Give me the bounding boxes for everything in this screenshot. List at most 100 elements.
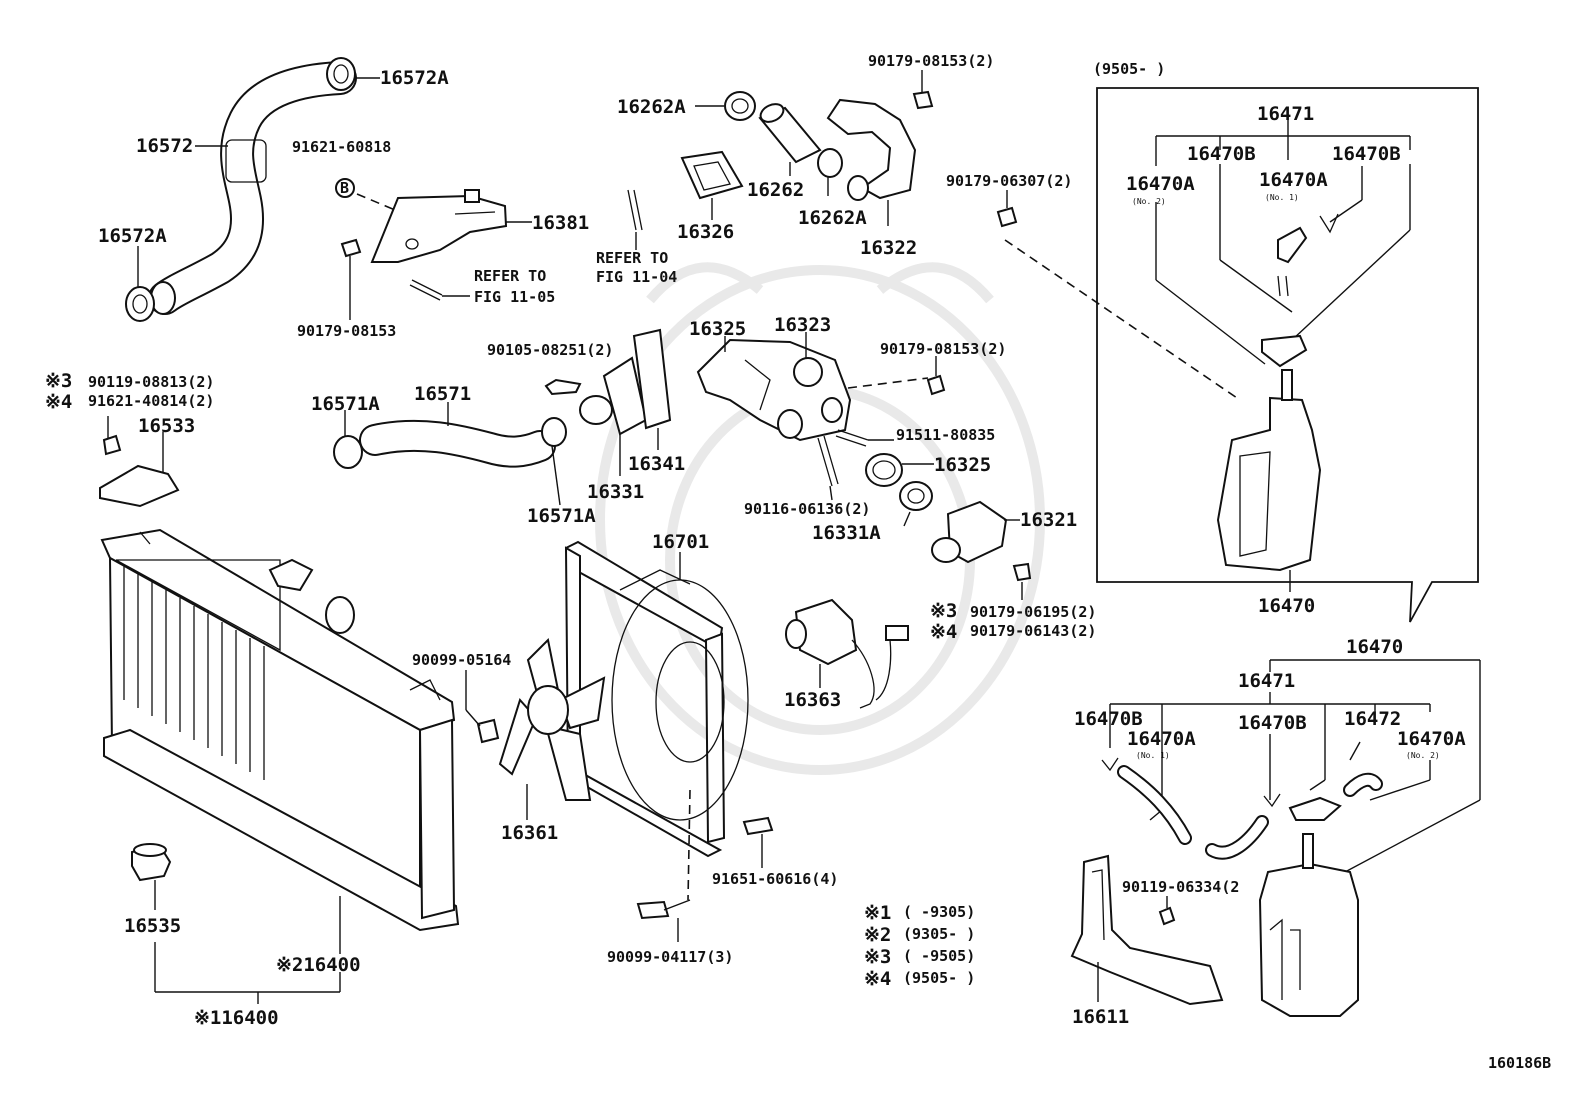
hose-piece-icon xyxy=(1277,275,1289,297)
bracket-16381 xyxy=(370,189,508,263)
label-90179-06143: 90179-06143(2) xyxy=(970,622,1096,640)
label-16701: 16701 xyxy=(652,531,709,553)
label-16572: 16572 xyxy=(136,135,193,157)
label-16363: 16363 xyxy=(784,689,841,711)
label-16471-b: 16471 xyxy=(1238,670,1295,692)
label-90119-08813: 90119-08813(2) xyxy=(88,373,214,391)
label-90099-04117: 90099-04117(3) xyxy=(607,948,733,966)
label-16571: 16571 xyxy=(414,383,471,405)
label-16470A-b1: 16470A xyxy=(1127,728,1196,750)
reservoir-callout-box xyxy=(1096,87,1479,623)
label-16470B-b1: 16470B xyxy=(1074,708,1143,730)
circle-B-icon xyxy=(335,178,355,198)
label-91651-60616: 91651-60616(4) xyxy=(712,870,838,888)
label-16325-a: 16325 xyxy=(689,318,746,340)
label-refer-11-04-b: FIG 11-04 xyxy=(596,268,677,286)
label-16571A-a: 16571A xyxy=(311,393,380,415)
label-refer-11-05-a: REFER TO xyxy=(474,267,546,285)
diagram-code: 160186B xyxy=(1488,1054,1551,1072)
label-refer-11-04-a: REFER TO xyxy=(596,249,668,267)
label-16470-b: 16470 xyxy=(1346,636,1403,658)
label-16470A-b2: 16470A xyxy=(1397,728,1466,750)
nut-90179-06307-icon xyxy=(996,206,1018,228)
thermostat-16331A xyxy=(899,481,933,511)
label-16470A-a2: 16470A xyxy=(1259,169,1328,191)
label-90119-06334: 90119-06334(2 xyxy=(1122,878,1239,896)
reservoir-cap-16472-icon xyxy=(1288,796,1342,821)
legend-mark-3: ※3 xyxy=(864,946,891,968)
bolt-91651-60616-icon xyxy=(742,816,774,836)
label-circle-B: B xyxy=(340,179,349,197)
gasket-16325-icon xyxy=(865,453,903,487)
clip-16470B-b2-icon xyxy=(1263,793,1281,808)
label-16321: 16321 xyxy=(1020,509,1077,531)
label-16341: 16341 xyxy=(628,453,685,475)
nut-90179-08153-icon xyxy=(340,238,362,258)
label-16470A-a2-note: (No. 1) xyxy=(1265,193,1299,202)
label-refer-11-05-b: FIG 11-05 xyxy=(474,288,555,306)
reservoir-tank-lower xyxy=(1258,833,1359,1017)
hose-16262 xyxy=(758,103,822,164)
label-16533: 16533 xyxy=(138,415,195,437)
legend-mark-4: ※4 xyxy=(864,968,891,990)
nut-90179-06195-icon xyxy=(1012,562,1032,582)
legend-range-2: (9305- ) xyxy=(903,925,975,943)
label-mark-4-b: ※4 xyxy=(930,621,957,643)
stud-bolt-icon xyxy=(627,189,643,231)
label-90179-08153-2a: 90179-08153(2) xyxy=(868,52,994,70)
label-16611: 16611 xyxy=(1072,1006,1129,1028)
label-mark-4-a: ※4 xyxy=(45,391,72,413)
thermostat-housing-16323 xyxy=(696,338,852,442)
label-16572A-bottom: 16572A xyxy=(98,225,167,247)
label-16400-1: ※116400 xyxy=(194,1007,279,1029)
legend-mark-2: ※2 xyxy=(864,924,891,946)
label-90179-06195: 90179-06195(2) xyxy=(970,603,1096,621)
label-16331: 16331 xyxy=(587,481,644,503)
bolt-90119-08813-icon xyxy=(102,434,122,456)
stud-90116-06136-icon xyxy=(817,435,839,487)
legend-range-3: ( -9505) xyxy=(903,947,975,965)
label-16400-2: ※216400 xyxy=(276,954,361,976)
bolt-90119-06334-icon xyxy=(1158,906,1176,926)
label-date-range-box: (9505- ) xyxy=(1093,60,1165,78)
label-16470A-a1: 16470A xyxy=(1126,173,1195,195)
label-91511-80835: 91511-80835 xyxy=(896,426,995,444)
label-16472: 16472 xyxy=(1344,708,1401,730)
clip-16470B-icon xyxy=(1319,213,1339,234)
label-16470B-a2: 16470B xyxy=(1332,143,1401,165)
fan-motor-16363 xyxy=(785,598,909,709)
label-90179-08153-2b: 90179-08153(2) xyxy=(880,340,1006,358)
label-16470-a: 16470 xyxy=(1258,595,1315,617)
label-16361: 16361 xyxy=(501,822,558,844)
clip-16470B-b1-icon xyxy=(1101,757,1119,772)
label-16326: 16326 xyxy=(677,221,734,243)
hose-16470A-no1-icon xyxy=(1277,226,1308,264)
reservoir-tank-upper xyxy=(1216,369,1322,592)
radiator-16400 xyxy=(100,528,460,932)
hose-clamp-16571A-left xyxy=(333,435,363,469)
label-16471-a: 16471 xyxy=(1257,103,1314,125)
label-16323: 16323 xyxy=(774,314,831,336)
bolt-91511-80835-icon xyxy=(835,429,869,447)
bolt-90099-05164-icon xyxy=(476,718,500,744)
label-90105-08251: 90105-08251(2) xyxy=(487,341,613,359)
label-16572A-top: 16572A xyxy=(380,67,449,89)
label-mark-3-a: ※3 xyxy=(45,370,72,392)
label-16322: 16322 xyxy=(860,237,917,259)
label-90179-08153: 90179-08153 xyxy=(297,322,396,340)
gasket-16341 xyxy=(632,328,672,430)
label-16262A-b: 16262A xyxy=(798,207,867,229)
reservoir-16470-upper-tree xyxy=(1155,120,1411,365)
bracket-16533 xyxy=(99,464,180,508)
fan-16361 xyxy=(498,637,606,801)
nut-90179-08153-2-top xyxy=(912,90,934,110)
label-16325-b: 16325 xyxy=(934,454,991,476)
gasket-16326 xyxy=(680,150,744,200)
label-16470B-b2: 16470B xyxy=(1238,712,1307,734)
hose-clamp-top xyxy=(326,57,356,91)
reservoir-cap-icon xyxy=(1261,334,1308,368)
label-90179-06307: 90179-06307(2) xyxy=(946,172,1072,190)
reservoir-16470-lower-tree xyxy=(1109,659,1481,881)
nut-90179-08153-2b-icon xyxy=(926,374,946,396)
legend-range-4: (9505- ) xyxy=(903,969,975,987)
